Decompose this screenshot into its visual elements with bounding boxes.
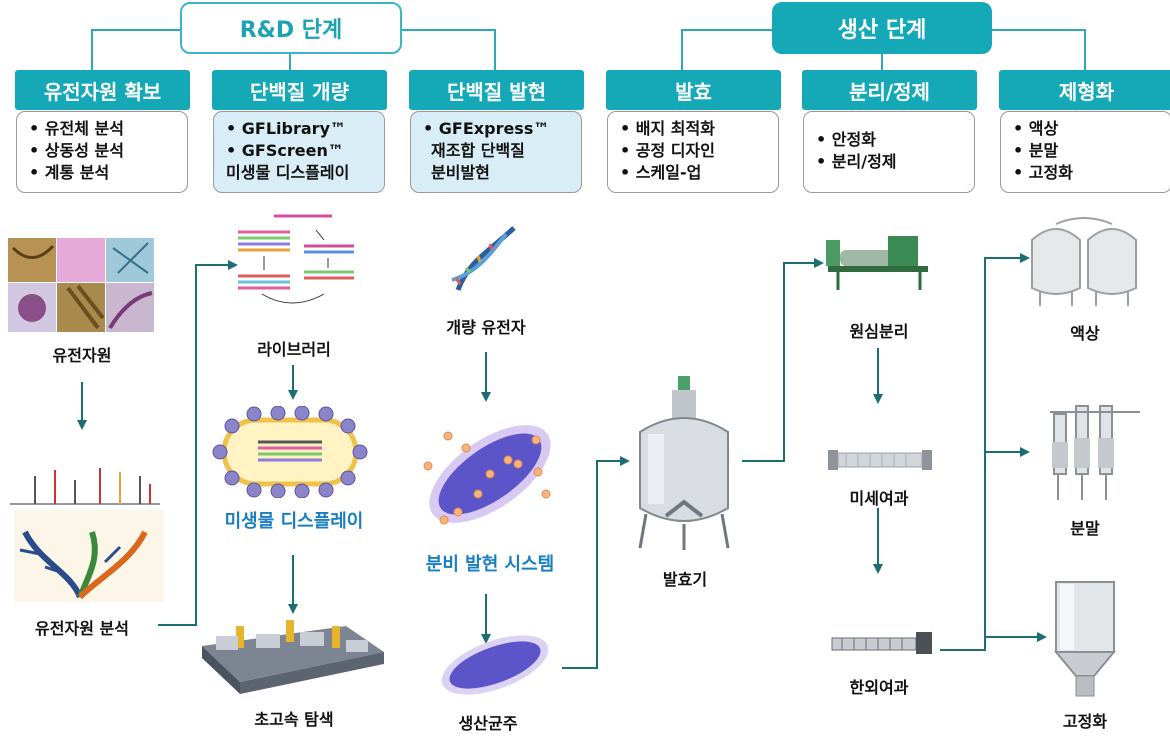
stage-box-separation: • 안정화 • 분리/정제	[803, 111, 975, 193]
microbe-display-label: 미생물 디스플레이	[224, 511, 364, 532]
microfiltration-label: 미세여과	[849, 489, 909, 508]
stage-item: • GFScreen™	[226, 141, 344, 160]
arrow-strain-to-fermenter	[562, 456, 630, 669]
phase-tree-lines	[91, 29, 1086, 70]
stage-title-formulation: 제형화	[999, 70, 1170, 110]
powder-label: 분말	[1070, 519, 1100, 538]
ultrafiltration-label: 한외여과	[849, 678, 909, 697]
library-diagram	[238, 214, 354, 304]
stage-box-formulation: • 액상 • 분말 • 고정화	[1000, 111, 1170, 193]
stage-box-fermentation: • 배지 최적화 • 공정 디자인 • 스케일-업	[607, 111, 779, 193]
stage-item: • 고정화	[1013, 163, 1073, 182]
immobilized-label: 고정화	[1062, 712, 1108, 731]
genetic-analysis-label: 유전자원 분석	[35, 619, 129, 638]
stage-title-separation: 분리/정제	[802, 70, 977, 110]
phylogenetic-tree-image	[10, 468, 164, 602]
genetic-resource-label: 유전자원	[52, 346, 112, 365]
stage-item: • 분리/정제	[816, 152, 897, 171]
stage-box-genetic-resource: • 유전체 분석 • 상동성 분석 • 계통 분석	[16, 111, 188, 193]
improved-gene-label: 개량 유전자	[446, 318, 526, 337]
centrifuge-label: 원심분리	[849, 322, 909, 341]
hts-robot-image	[202, 620, 384, 694]
stage-box-protein-improvement: • GFLibrary™ • GFScreen™ 미생물 디스플레이	[213, 111, 385, 193]
hts-label: 초고속 탐색	[254, 710, 334, 729]
stage-item: 재조합 단백질	[431, 141, 525, 160]
fermenter-image	[638, 376, 730, 550]
stage-box-protein-expression: • GFExpress™ 재조합 단백질 분비발현	[410, 111, 582, 193]
stage-item: • 분말	[1013, 141, 1059, 160]
stage-item: • 배지 최적화	[620, 119, 715, 138]
centrifuge-image	[826, 236, 928, 290]
stage-item: • 상동성 분석	[29, 141, 124, 160]
production-strain-label: 생산균주	[458, 714, 518, 733]
production-phase-header: 생산 단계	[772, 2, 992, 54]
stage-title-fermentation: 발효	[606, 70, 781, 110]
stage-item: • 계통 분석	[29, 163, 110, 182]
arrow-analysis-to-library	[158, 260, 238, 626]
stage-title-genetic-resource: 유전자원 확보	[15, 70, 190, 110]
production-strain-image	[441, 635, 549, 695]
microbe-display-cell	[212, 406, 368, 498]
fermenter-label: 발효기	[662, 570, 708, 589]
arrow-fermenter-to-centrifuge	[742, 258, 824, 462]
stage-item: • 스케일-업	[620, 163, 702, 182]
stage-title-protein-expression: 단백질 발현	[409, 70, 584, 110]
stage-item: • 액상	[1013, 119, 1059, 138]
stage-item: 분비발현	[431, 163, 490, 182]
liquid-tank-image	[1031, 217, 1137, 306]
stage-item: 미생물 디스플레이	[226, 163, 350, 182]
secretion-system-cell	[423, 425, 551, 525]
library-label: 라이브러리	[257, 340, 331, 359]
liquid-label: 액상	[1070, 324, 1100, 343]
immobilization-hopper-image	[1053, 581, 1117, 697]
stage-title-protein-improvement: 단백질 개량	[212, 70, 387, 110]
stage-item: • 안정화	[816, 130, 876, 149]
secretion-system-label: 분비 발현 시스템	[425, 554, 555, 575]
microfiltration-image	[828, 450, 932, 470]
stage-item: • GFLibrary™	[226, 119, 346, 138]
stage-item: • GFExpress™	[423, 119, 550, 138]
stage-item: • 유전체 분석	[29, 119, 124, 138]
ultrafiltration-image	[831, 632, 932, 654]
dna-helix-image	[451, 226, 516, 291]
rd-phase-header: R&D 단계	[180, 2, 402, 54]
stage-item: • 공정 디자인	[620, 141, 715, 160]
powder-dryer-image	[1050, 405, 1140, 500]
arrow-uf-to-outputs	[940, 253, 1030, 651]
microbe-images	[8, 238, 154, 332]
